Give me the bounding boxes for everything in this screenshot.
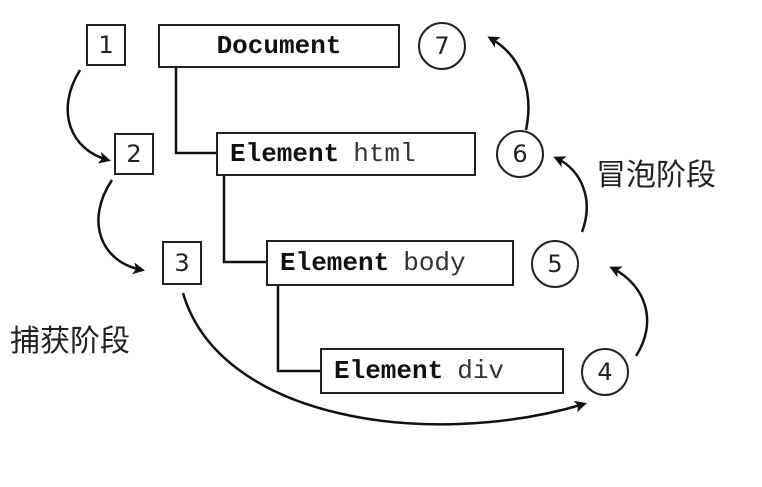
bubble-arrow-5-6: [553, 156, 588, 233]
node-body-tag: body: [403, 248, 466, 278]
bubble-phase-label: 冒泡阶段: [596, 158, 716, 193]
node-html-tag: html: [353, 139, 416, 169]
node-div-tag: div: [457, 356, 505, 386]
tree-line-body-div: [276, 286, 322, 373]
bubble-step-7: 7: [418, 22, 466, 70]
capture-step-1: 1: [86, 24, 126, 66]
capture-step-3: 3: [162, 241, 202, 285]
bubble-arrow-6-7: [487, 36, 530, 131]
capture-phase-label: 捕获阶段: [10, 324, 130, 359]
node-html: Element html: [216, 132, 476, 176]
tree-line-html-body: [222, 176, 268, 264]
node-html-keyword: Element: [230, 139, 340, 169]
node-div-keyword: Element: [334, 356, 444, 386]
bubble-arrow-4-5: [609, 266, 649, 357]
node-div: Element div: [320, 348, 564, 394]
node-body: Element body: [266, 240, 514, 286]
capture-arrow-3-4: [181, 292, 587, 426]
node-body-keyword: Element: [280, 248, 390, 278]
bubble-step-6: 6: [496, 130, 544, 178]
capture-arrow-1-2: [66, 69, 111, 164]
node-document: Document: [158, 24, 400, 68]
node-document-label: Document: [216, 31, 342, 61]
tree-line-document-html: [174, 67, 218, 155]
capture-arrow-2-3: [97, 179, 145, 275]
capture-step-2: 2: [114, 133, 154, 175]
bubble-step-4: 4: [581, 348, 629, 396]
bubble-step-5: 5: [531, 240, 579, 288]
